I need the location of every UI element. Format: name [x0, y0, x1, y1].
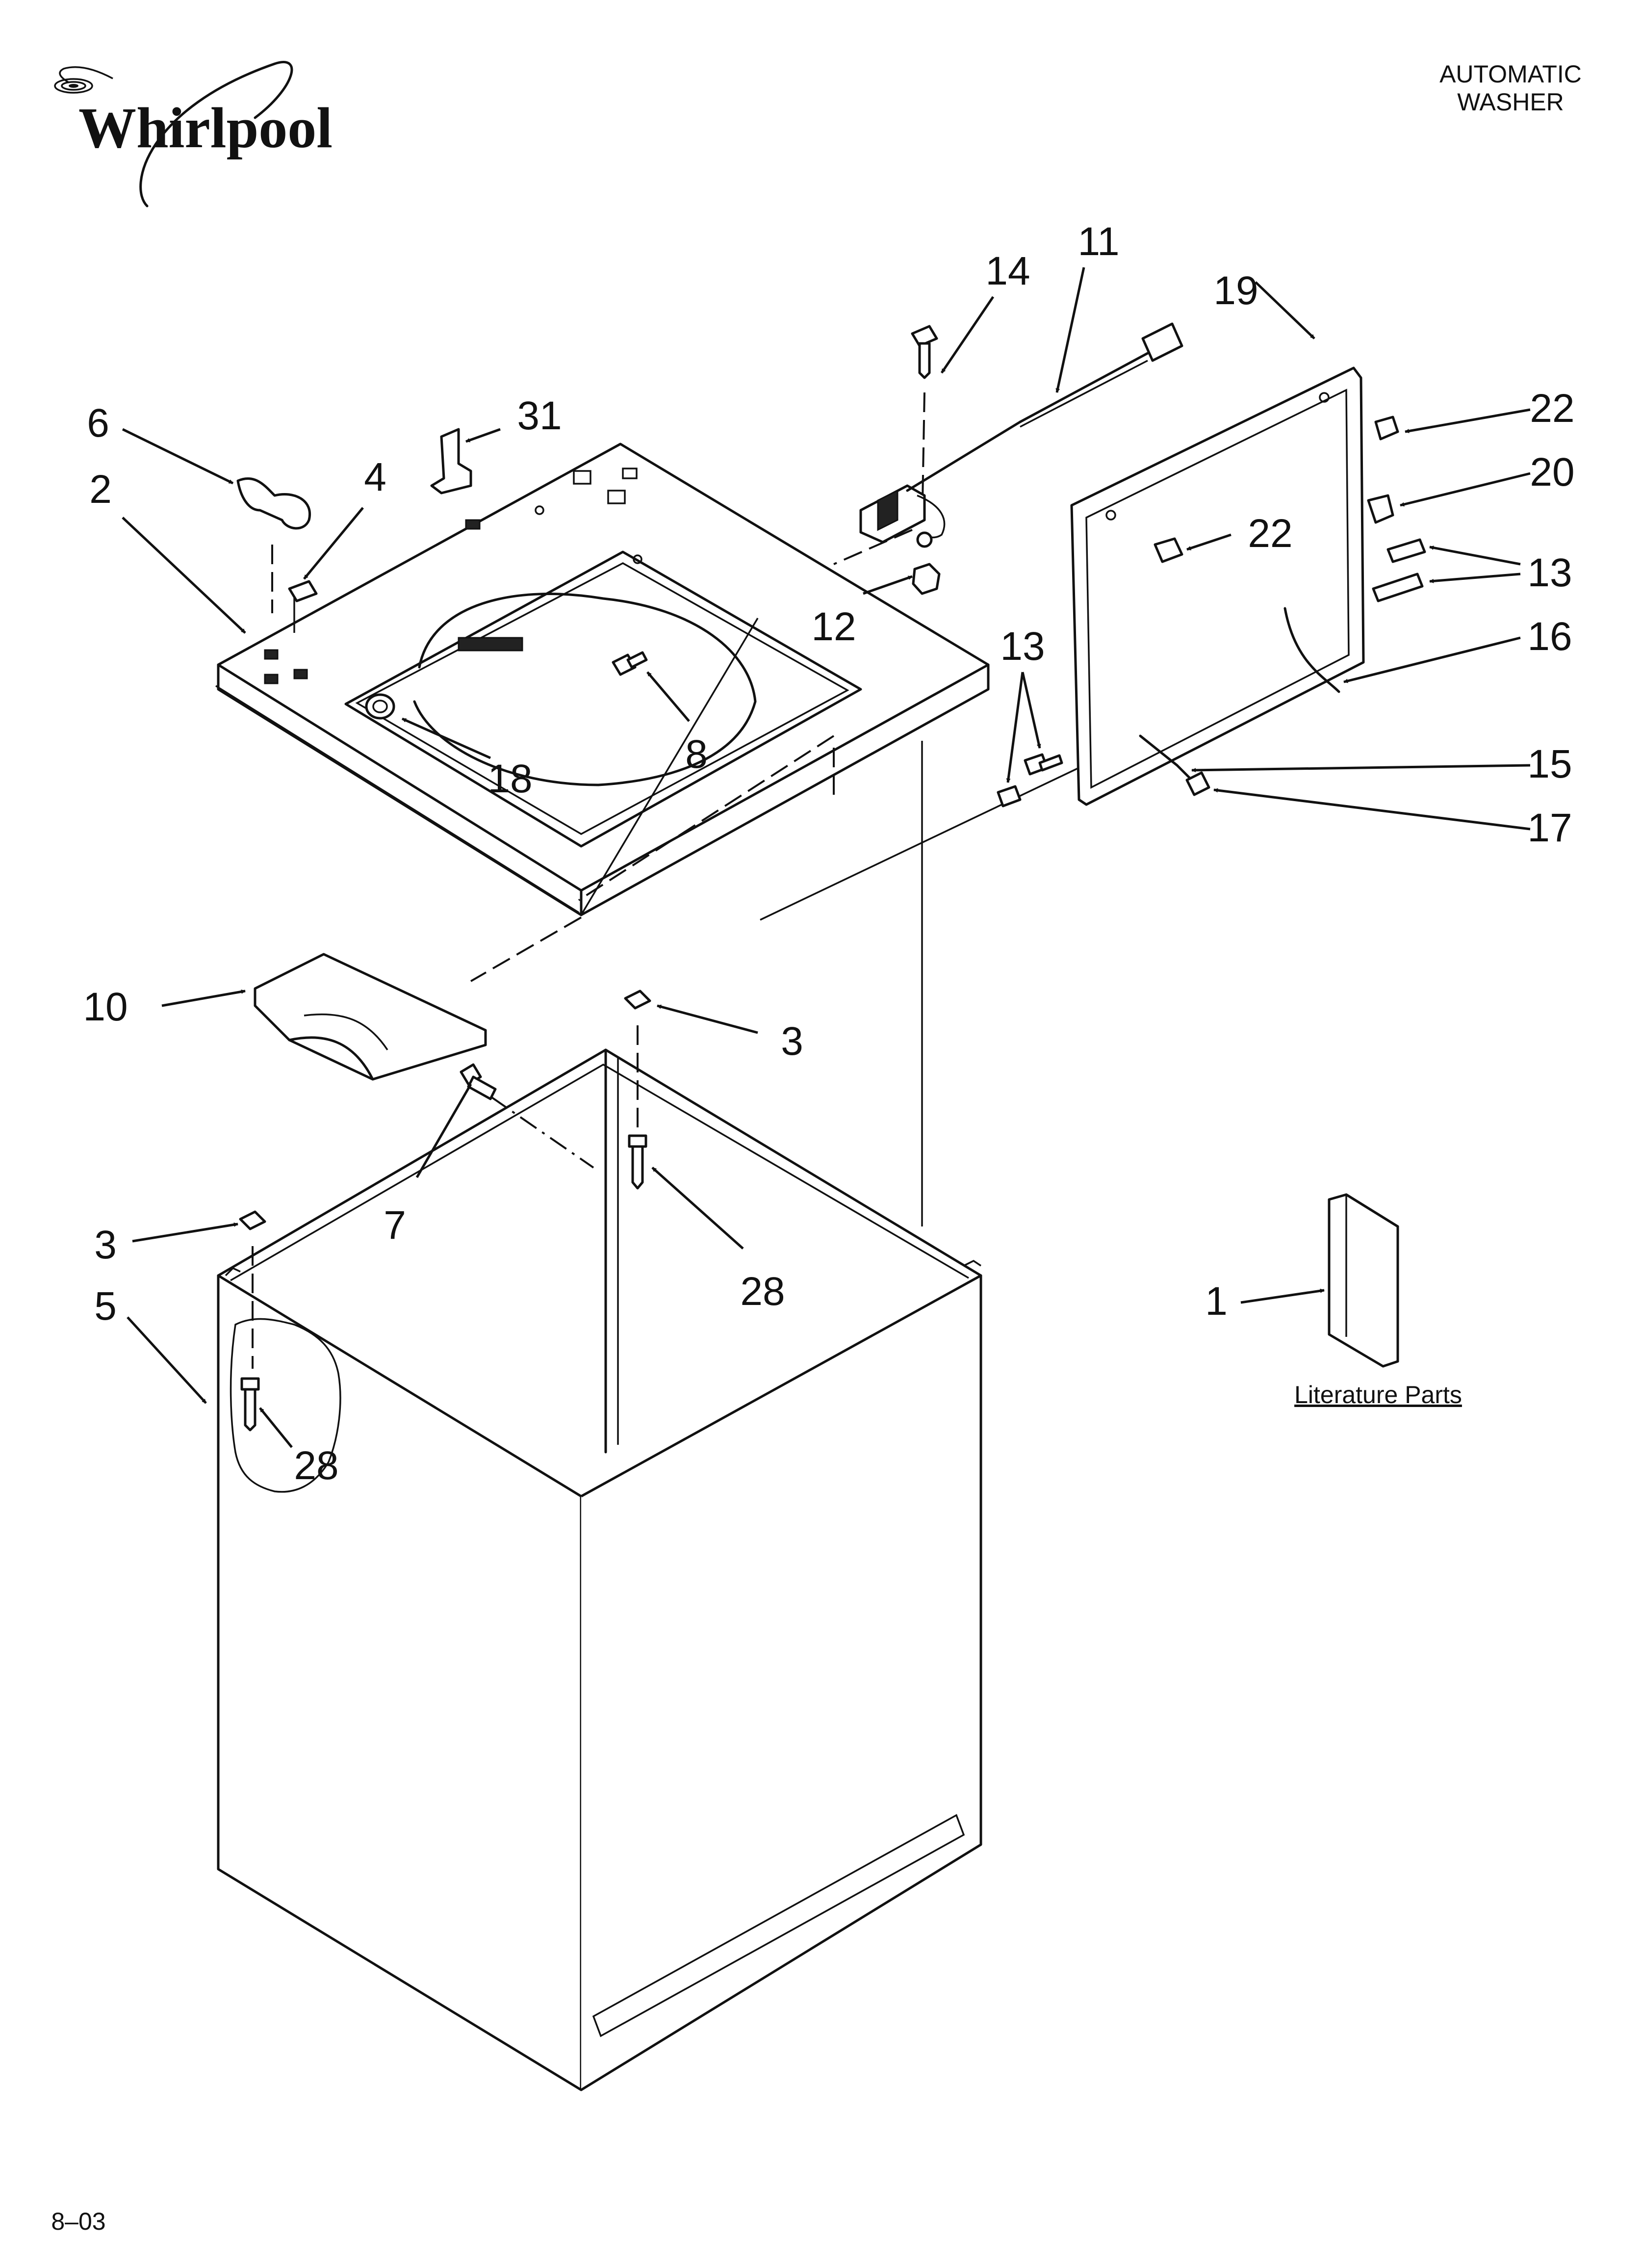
part-12-nut — [912, 563, 941, 595]
part-10-bracket — [254, 953, 487, 1081]
callout-5: 5 — [94, 1284, 117, 1329]
part-3-clip-upper — [624, 990, 651, 1010]
callout-17: 17 — [1527, 806, 1572, 850]
part-14-screw — [911, 325, 938, 379]
header-line-2: WASHER — [1457, 88, 1564, 116]
callout-12: 12 — [811, 604, 856, 649]
callout-22-right: 22 — [1530, 386, 1574, 431]
callout-16: 16 — [1527, 614, 1572, 659]
part-6-clip — [236, 477, 311, 530]
callout-13-right: 13 — [1527, 550, 1572, 595]
callout-15: 15 — [1527, 742, 1572, 786]
callout-19: 19 — [1213, 268, 1258, 313]
cabinet — [217, 1048, 982, 2091]
callout-20: 20 — [1530, 450, 1574, 495]
part-17-cap — [1185, 771, 1210, 796]
callout-22-left: 22 — [1248, 511, 1292, 556]
callout-7: 7 — [384, 1203, 406, 1248]
part-4-clip — [288, 580, 318, 602]
part-7-screw — [460, 1063, 497, 1100]
top-panel — [215, 443, 990, 916]
callout-13-left: 13 — [1000, 624, 1045, 669]
footer-date-code: 8–03 — [51, 2208, 105, 2235]
part-31-clip — [430, 428, 472, 495]
callout-10: 10 — [83, 985, 128, 1029]
part-11-lid-switch — [859, 322, 1183, 548]
callout-11: 11 — [1078, 219, 1119, 264]
part-22-bumper-left — [1154, 537, 1183, 563]
part-13-screws-left — [997, 753, 1063, 808]
part-20-stop — [1367, 494, 1394, 524]
part-18-plug — [365, 693, 395, 720]
callout-3-lower: 3 — [94, 1223, 117, 1267]
part-3-clip-lower — [239, 1210, 266, 1230]
part-19-lid-frame — [1070, 366, 1365, 806]
part-13-screws-right — [1372, 538, 1426, 602]
logo-wordmark: Whirlpool — [78, 96, 333, 160]
part-16-hinge — [1283, 607, 1340, 693]
callout-3-upper: 3 — [781, 1019, 803, 1064]
part-22-bumper-right — [1374, 416, 1399, 441]
whirlpool-logo: Whirlpool — [54, 61, 333, 208]
callout-14: 14 — [985, 249, 1030, 293]
header-line-1: AUTOMATIC — [1439, 60, 1582, 88]
callout-8: 8 — [685, 732, 708, 777]
part-28-screw-upper — [628, 1134, 647, 1190]
callout-2: 2 — [89, 467, 112, 512]
callout-6: 6 — [87, 401, 109, 445]
callout-1: 1 — [1205, 1279, 1228, 1324]
callout-28-lower: 28 — [294, 1443, 338, 1488]
part-1-literature — [1328, 1193, 1399, 1368]
callout-4: 4 — [364, 455, 386, 499]
callout-28-upper: 28 — [740, 1269, 785, 1314]
callout-31: 31 — [517, 393, 562, 438]
callout-18: 18 — [487, 756, 532, 801]
part-8-screw — [612, 651, 648, 676]
literature-parts-label: Literature Parts — [1294, 1381, 1462, 1408]
